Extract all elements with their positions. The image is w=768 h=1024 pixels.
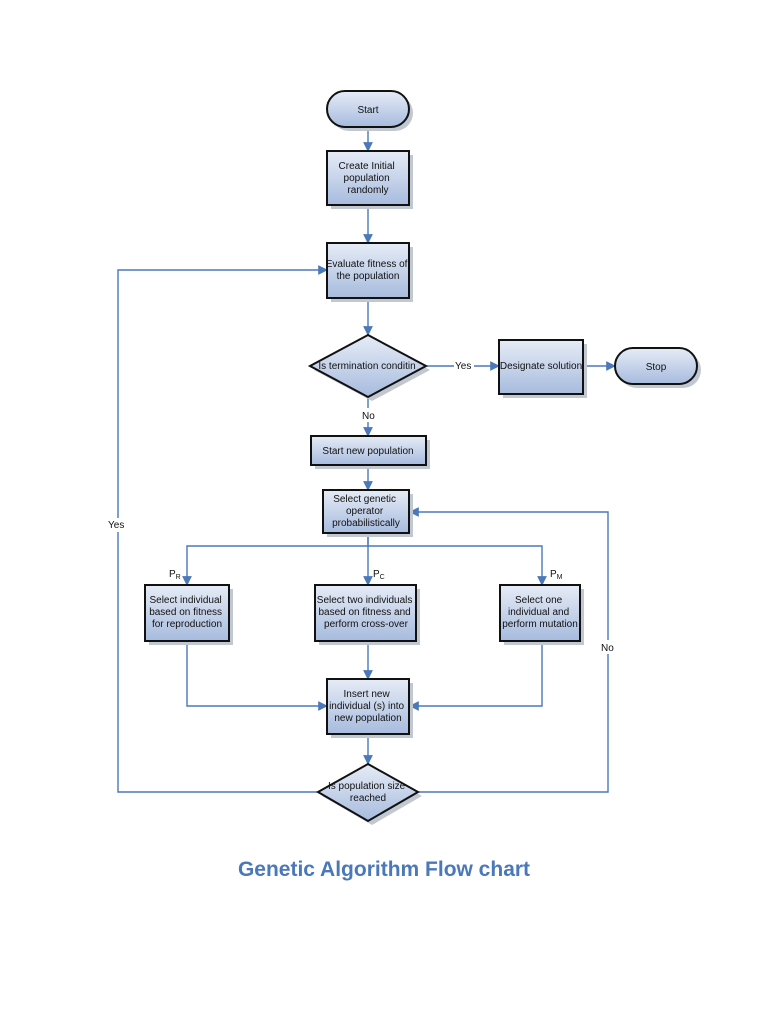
edge-mutation-insert <box>409 641 543 711</box>
evaluate-fitness-box: Evaluate fitness of the population <box>326 242 413 302</box>
designate-solution-box: Designate solution <box>498 339 587 398</box>
edge-select-mutation <box>368 545 547 586</box>
figure-caption: Genetic Algorithm Flow chart <box>237 858 531 881</box>
population-size-decision: Is population size reached <box>315 762 422 825</box>
start-new-population-label: Start new population <box>322 446 413 457</box>
termination-decision: Is termination conditin <box>307 333 430 401</box>
stop-label: Stop <box>646 362 667 373</box>
termination-no-label: No <box>362 411 375 422</box>
prob-crossover-label: PC <box>373 569 385 581</box>
evaluate-fitness-label: Evaluate fitness of the population <box>326 259 411 282</box>
prob-reproduction-label: PR <box>169 569 181 581</box>
crossover-label: Select two individuals based on fitness … <box>317 595 415 630</box>
crossover-box: Select two individuals based on fitness … <box>314 584 420 645</box>
reproduction-box: Select individual based on fitness for r… <box>144 584 233 645</box>
designate-solution-label: Designate solution <box>500 361 582 372</box>
reproduction-label: Select individual based on fitness for r… <box>149 595 225 630</box>
edge-select-reproduction <box>182 533 369 586</box>
stop-node: Stop <box>614 347 701 388</box>
population-no-label: No <box>601 643 614 654</box>
termination-yes-label: Yes <box>455 361 471 372</box>
create-population-label: Create Initial population randomly <box>339 161 398 196</box>
start-node: Start <box>326 90 413 131</box>
start-label: Start <box>357 105 378 116</box>
start-new-population-box: Start new population <box>310 435 430 469</box>
insert-individuals-label: Insert new individual (s) into new popul… <box>329 689 407 724</box>
prob-mutation-label: PM <box>550 569 563 581</box>
select-operator-box: Select genetic operator probabilisticall… <box>322 489 413 537</box>
population-yes-label: Yes <box>108 520 124 531</box>
insert-individuals-box: Insert new individual (s) into new popul… <box>326 678 413 738</box>
edge-popsize-no-select <box>409 507 609 793</box>
mutation-box: Select one individual and perform mutati… <box>499 584 584 645</box>
mutation-label: Select one individual and perform mutati… <box>502 595 578 630</box>
termination-label: Is termination conditin <box>318 361 415 372</box>
create-population-box: Create Initial population randomly <box>326 150 413 209</box>
population-size-label: Is population size reached <box>328 781 408 804</box>
flowchart: Start Create Initial population randomly… <box>107 90 701 825</box>
select-operator-label: Select genetic operator probabilisticall… <box>332 494 400 529</box>
edge-popsize-yes-evaluate <box>117 265 328 793</box>
edge-reproduction-insert <box>186 641 328 711</box>
